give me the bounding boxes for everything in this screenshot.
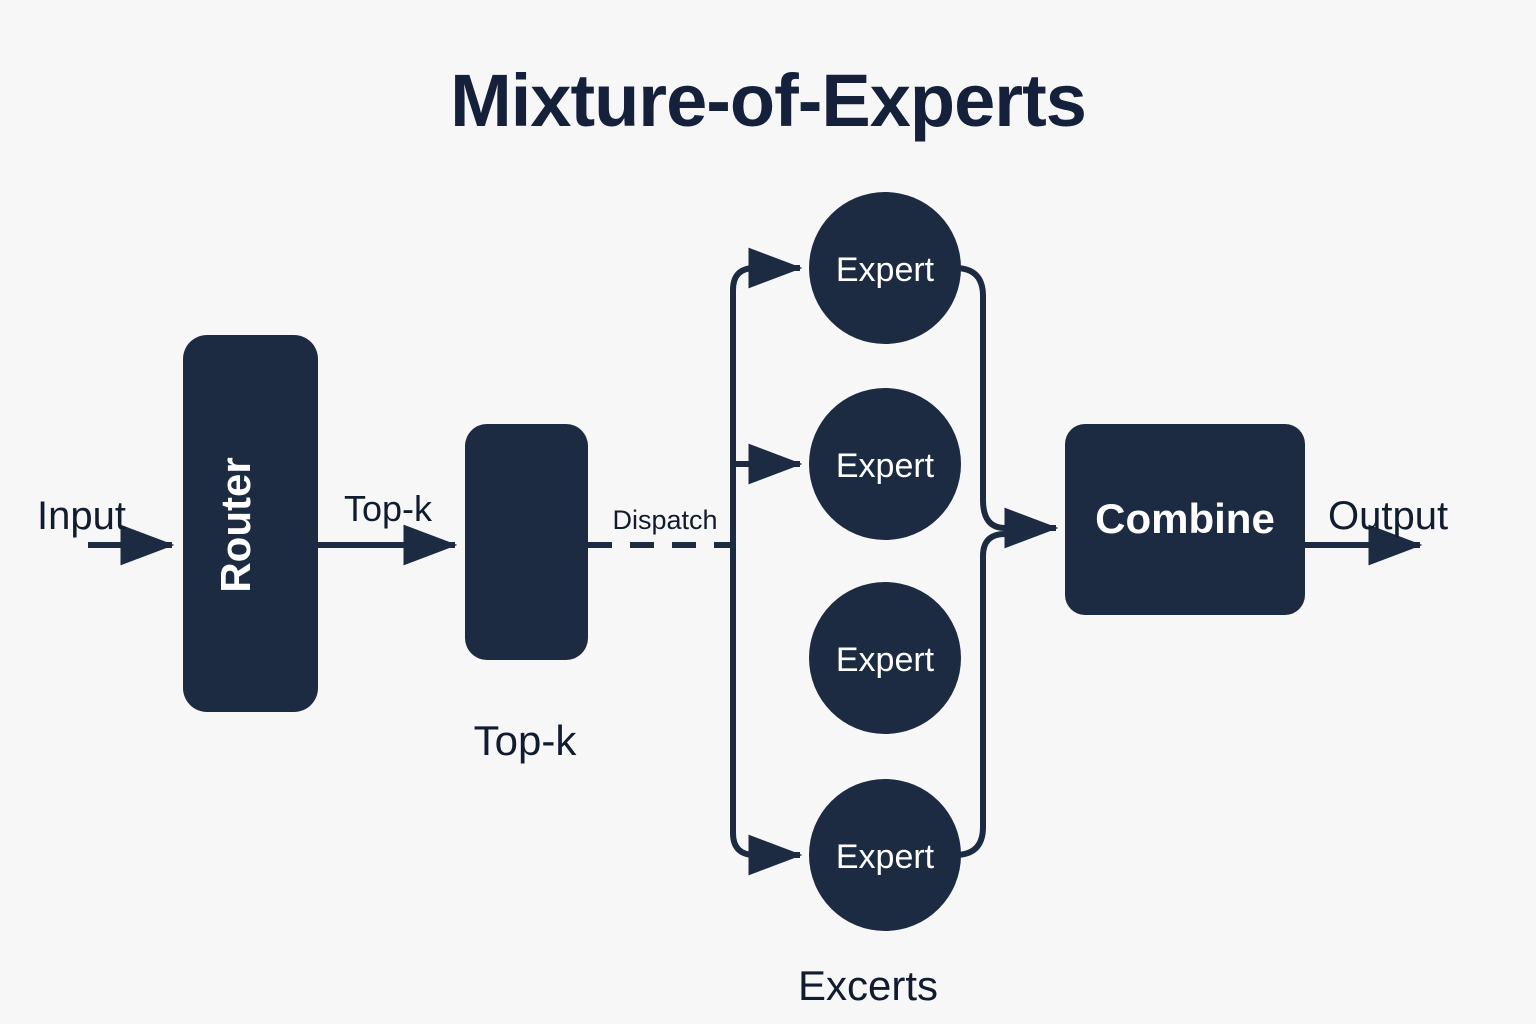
expert-2-label: Expert [836,447,935,485]
node-combine[interactable]: Combine [1065,424,1305,615]
node-router[interactable]: Router [183,335,318,712]
edge-bus-to-expert-4 [730,832,803,876]
expert-3-label: Expert [836,641,935,679]
expert-1-shape [809,192,961,344]
router-label: Router [212,457,259,592]
edge-expert-1-to-combine [954,265,1059,549]
caption-experts-group: Excerts [798,962,938,1009]
combine-label: Combine [1095,495,1275,542]
expert-1-label: Expert [836,251,935,289]
topk-box-shape [465,424,588,660]
node-expert-3[interactable]: Expert [809,582,961,734]
node-topk-box[interactable] [465,424,588,660]
router-box-shape [183,335,318,712]
expert-2-shape [809,388,961,540]
expert-4-label: Expert [836,838,935,876]
node-expert-1[interactable]: Expert [809,192,961,344]
output-label: Output [1328,494,1448,538]
node-expert-2[interactable]: Expert [809,388,961,540]
node-expert-4[interactable]: Expert [809,779,961,931]
edge-bus-to-expert-1 [730,247,803,291]
expert-3-shape [809,582,961,734]
edge-label-dispatch: Dispatch [612,505,717,535]
expert-4-shape [809,779,961,931]
caption-topk: Top-k [474,717,578,764]
combine-box-shape [1065,424,1305,615]
edge-expert-4-to-combine [954,531,1006,858]
edge-label-topk: Top-k [344,488,433,529]
page-title: Mixture-of-Experts [450,59,1086,142]
input-label: Input [37,494,126,538]
